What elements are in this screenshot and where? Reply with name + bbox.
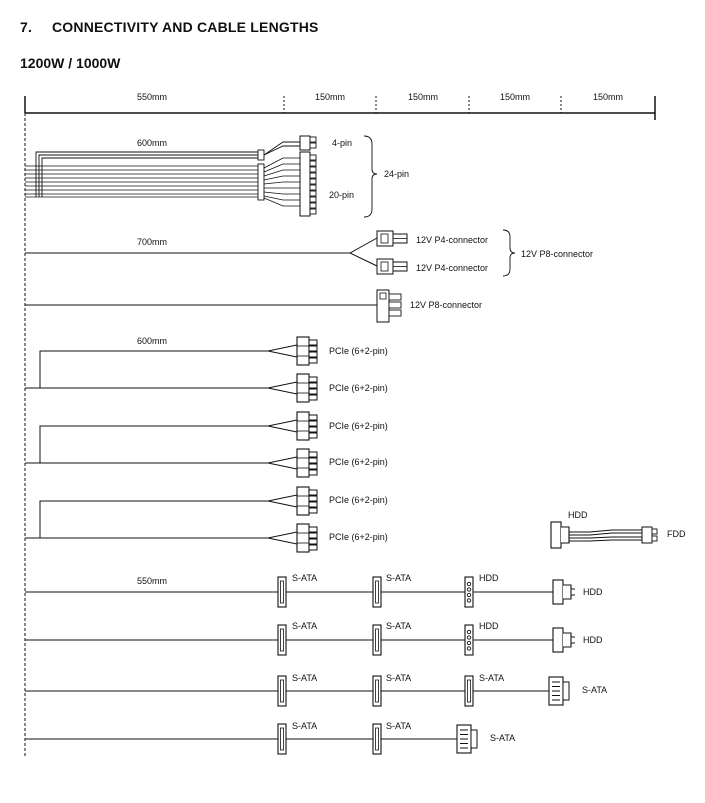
connector-label: S-ATA	[292, 721, 317, 731]
connector-label: 24-pin	[384, 169, 409, 179]
p4-connector-icon	[376, 258, 408, 275]
connector-label: PCIe (6+2-pin)	[329, 457, 388, 467]
p4-connector-icon	[376, 230, 408, 247]
ruler-label: 150mm	[315, 92, 345, 102]
sata-connector-icon	[372, 723, 382, 755]
sata-connector-icon	[372, 624, 382, 656]
connector-label: 12V P4-connector	[416, 235, 488, 245]
connector-label: S-ATA	[386, 721, 411, 731]
connector-label: HDD	[479, 621, 499, 631]
sata-connector-icon	[277, 576, 287, 608]
sata-connector-icon	[372, 675, 382, 707]
connector-label: S-ATA	[386, 621, 411, 631]
connector-label: S-ATA	[490, 733, 515, 743]
connector-label: 12V P4-connector	[416, 263, 488, 273]
cpu-p4-cable: 700mm 12V P4-connector 12V P4-connector …	[25, 229, 593, 277]
pcie-connector-icon	[296, 448, 318, 478]
hdd-connector-icon	[552, 627, 576, 653]
connector-label: S-ATA	[292, 673, 317, 683]
atx-24pin-cable: 600mm	[25, 135, 409, 218]
connector-label: S-ATA	[292, 621, 317, 631]
connector-label: HDD	[583, 587, 603, 597]
cable-length-label: 550mm	[137, 576, 167, 586]
pcie-connector-icon	[296, 486, 318, 516]
sata-connector-icon	[277, 624, 287, 656]
sata-connector-icon	[277, 723, 287, 755]
cable-length-label: 600mm	[137, 138, 167, 148]
length-ruler: 550mm 150mm 150mm 150mm 150mm	[24, 92, 656, 757]
peripheral-cables: 550mm S-ATA S-ATA HDD HDD S-ATA S-ATA HD…	[25, 573, 607, 755]
pcie-connector-icon	[296, 523, 318, 553]
brace	[363, 135, 378, 218]
ruler-label: 150mm	[593, 92, 623, 102]
ruler-label: 550mm	[137, 92, 167, 102]
connector-label: 20-pin	[329, 190, 354, 200]
pcie-connector-icon	[296, 373, 318, 403]
sata-connector-icon	[456, 724, 478, 754]
connector-label: HDD	[583, 635, 603, 645]
ruler-label: 150mm	[408, 92, 438, 102]
hdd-to-fdd-adapter: HDD FDD	[550, 510, 686, 549]
model-heading: 1200W / 1000W	[20, 55, 121, 71]
hdd-connector-icon	[464, 576, 474, 608]
hdd-connector-icon	[550, 521, 570, 549]
connector-label: FDD	[667, 529, 686, 539]
connector-label: 4-pin	[332, 138, 352, 148]
fdd-connector-icon	[641, 526, 658, 544]
connector-label: PCIe (6+2-pin)	[329, 346, 388, 356]
sata-connector-icon	[372, 576, 382, 608]
connector-label: 12V P8-connector	[410, 300, 482, 310]
connector-label: HDD	[568, 510, 588, 520]
sata-connector-icon	[548, 676, 570, 706]
connector-label: PCIe (6+2-pin)	[329, 532, 388, 542]
pcie-connector-icon	[296, 411, 318, 441]
brace	[502, 229, 516, 277]
section-number: 7.	[20, 19, 33, 35]
connector-label: HDD	[479, 573, 499, 583]
hdd-connector-icon	[464, 624, 474, 656]
ruler-label: 150mm	[500, 92, 530, 102]
pcie-connector-icon	[296, 336, 318, 366]
cpu-p8-cable: 12V P8-connector	[25, 289, 482, 323]
connector-label: S-ATA	[386, 673, 411, 683]
hdd-connector-icon	[552, 579, 576, 605]
atx-4pin-connector-icon	[299, 135, 317, 151]
sata-connector-icon	[277, 675, 287, 707]
connector-label: S-ATA	[386, 573, 411, 583]
cable-length-label: 600mm	[137, 336, 167, 346]
connector-label: S-ATA	[292, 573, 317, 583]
connector-label: 12V P8-connector	[521, 249, 593, 259]
connector-label: S-ATA	[479, 673, 504, 683]
atx-20pin-connector-icon	[299, 151, 317, 217]
p8-connector-icon	[376, 289, 402, 323]
section-title: CONNECTIVITY AND CABLE LENGTHS	[52, 19, 319, 35]
section-heading: 7. CONNECTIVITY AND CABLE LENGTHS	[20, 19, 319, 35]
connector-label: S-ATA	[582, 685, 607, 695]
connector-label: PCIe (6+2-pin)	[329, 383, 388, 393]
connector-label: PCIe (6+2-pin)	[329, 495, 388, 505]
sata-connector-icon	[464, 675, 474, 707]
pcie-cables: 600mm PCIe (6+2-pin) PCIe (6+2-pin) PCIe…	[25, 336, 388, 553]
connector-label: PCIe (6+2-pin)	[329, 421, 388, 431]
cable-length-label: 700mm	[137, 237, 167, 247]
